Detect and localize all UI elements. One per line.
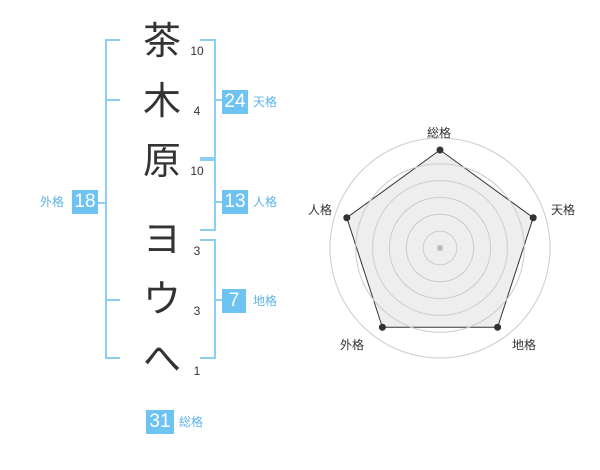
name-char-4: ヨ (142, 217, 181, 261)
radar-grid-ring (405, 213, 475, 283)
radar-point (436, 146, 444, 154)
radar-point (378, 323, 386, 331)
radar-grid-ring (355, 163, 525, 333)
radar-point (343, 214, 351, 222)
jinkaku-bracket (200, 159, 216, 231)
radar-point (494, 323, 502, 331)
soukaku-value: 31 (146, 410, 174, 434)
chikaku-label: 地格 (253, 294, 278, 308)
radar-grid-ring (372, 180, 508, 316)
radar-point (529, 214, 537, 222)
jinkaku-value: 13 (222, 190, 248, 214)
stroke-count-4: 3 (193, 244, 201, 258)
name-char-6: へ (142, 337, 181, 381)
gaikaku-label: 外格 (40, 195, 65, 209)
radar-grid-ring (422, 230, 458, 266)
radar-label-soukaku: 総格 (427, 126, 452, 140)
gaikaku-value: 18 (72, 190, 98, 214)
tenkaku-value: 24 (222, 90, 248, 114)
radar-data-polygon (346, 149, 534, 328)
name-char-2: 木 (142, 79, 181, 123)
gaikaku-bracket (105, 39, 120, 359)
soukaku-label: 総格 (179, 415, 204, 429)
radar-label-tenkaku: 天格 (551, 203, 576, 217)
radar-label-jinkaku: 人格 (308, 203, 333, 217)
radar-center-dot (437, 245, 443, 251)
radar-grid-ring (388, 196, 492, 300)
radar-label-gaikaku: 外格 (340, 338, 365, 352)
stroke-count-3: 10 (190, 164, 204, 178)
name-char-3: 原 (142, 139, 181, 183)
stroke-count-2: 4 (193, 104, 201, 118)
tenkaku-label: 天格 (253, 95, 278, 109)
stroke-count-1: 10 (190, 44, 204, 58)
stroke-count-5: 3 (193, 304, 201, 318)
jinkaku-label: 人格 (253, 195, 278, 209)
stroke-count-6: 1 (193, 364, 201, 378)
chikaku-value: 7 (222, 289, 246, 313)
radar-outer-ring (329, 137, 551, 359)
radar-label-chikaku: 地格 (512, 338, 537, 352)
name-char-5: ウ (142, 277, 181, 321)
name-char-1: 茶 (142, 19, 181, 63)
